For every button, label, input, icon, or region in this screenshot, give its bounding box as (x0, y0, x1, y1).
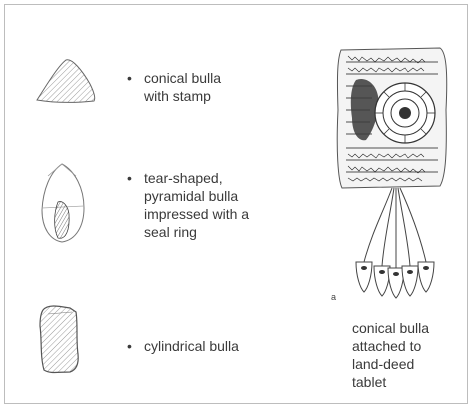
label-tablet-line1: conical bulla (352, 320, 429, 337)
cylindrical-bulla-drawing (40, 306, 78, 373)
label-tablet-line4: tablet (352, 374, 386, 391)
label-conical-stamp-line2: with stamp (144, 88, 211, 105)
conical-bulla-drawing (37, 60, 95, 103)
label-tear-line1: tear-shaped, (144, 170, 223, 187)
tear-shaped-bulla-drawing (42, 164, 84, 242)
figure-letter: a (331, 292, 336, 302)
label-tablet-line3: land-deed (352, 356, 414, 373)
label-tear-line2: pyramidal bulla (144, 188, 238, 205)
label-tear-line3: impressed with a (144, 206, 249, 223)
label-cylindrical: cylindrical bulla (144, 338, 239, 355)
label-conical-stamp-line1: conical bulla (144, 70, 221, 87)
label-tablet-line2: attached to (352, 338, 421, 355)
bullet-marker: • (127, 70, 132, 86)
label-tear-line4: seal ring (144, 224, 197, 241)
bullet-marker: • (127, 170, 132, 186)
land-deed-tablet-drawing (337, 48, 447, 298)
bullet-marker: • (127, 338, 132, 354)
